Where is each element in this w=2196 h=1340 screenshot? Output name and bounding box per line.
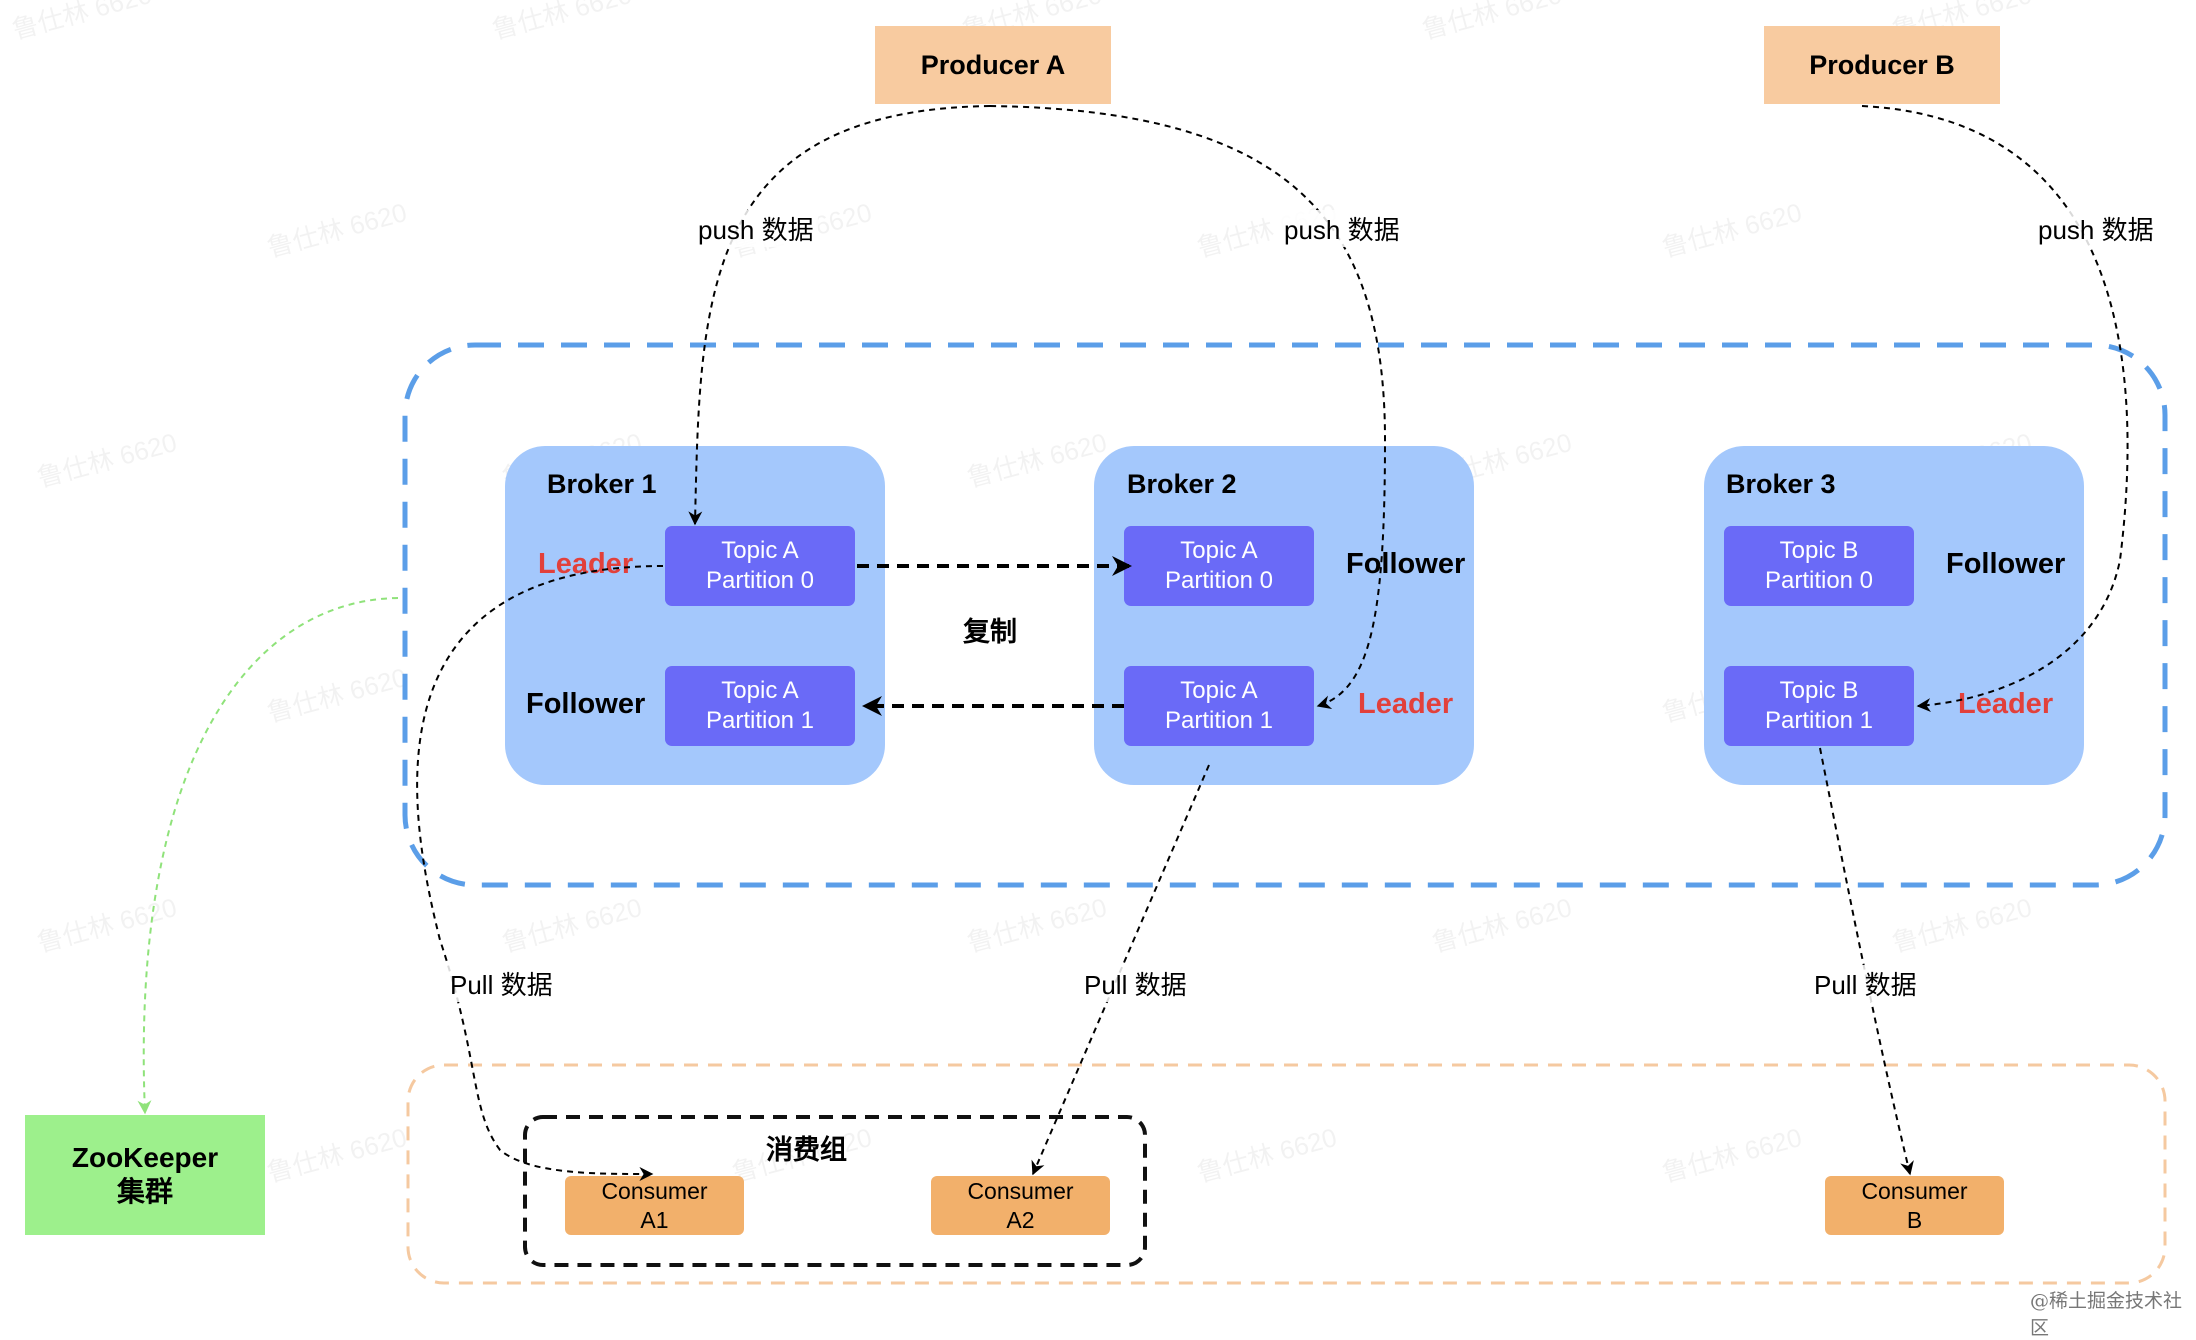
producer-a: Producer A xyxy=(875,26,1111,104)
partition-number: Partition 0 xyxy=(1764,567,1874,594)
partition-topic: Topic B xyxy=(1779,537,1859,564)
consumer-group-boundary xyxy=(523,1115,1147,1267)
partition-b3-topic-b-p0: Topic B Partition 0 xyxy=(1724,526,1914,606)
partition-topic: Topic A xyxy=(1180,537,1258,564)
broker-2-title: Broker 2 xyxy=(1127,469,1237,499)
consumer-a2: Consumer A2 xyxy=(931,1176,1110,1235)
consumer-b: Consumer B xyxy=(1825,1176,2004,1235)
partition-number: Partition 1 xyxy=(705,707,815,734)
source-credit: @稀土掘金技术社区 xyxy=(2030,1290,2183,1339)
role-leader-b1-p0: Leader xyxy=(538,548,634,580)
partition-b1-topic-a-p1: Topic A Partition 1 xyxy=(665,666,855,746)
zookeeper-cluster: ZooKeeper 集群 xyxy=(25,1115,265,1235)
push-arrow-producer-b-to-broker-3 xyxy=(1861,105,2129,713)
consumer-a1: Consumer A1 xyxy=(565,1176,744,1235)
partition-number: Partition 0 xyxy=(1164,567,1274,594)
consumer-label: Consumer xyxy=(601,1177,708,1204)
consumer-label: Consumer xyxy=(967,1177,1074,1204)
role-leader-b3-p1: Leader xyxy=(1958,688,2054,720)
pull-arrow-broker-1-to-consumer-a1 xyxy=(416,565,664,1182)
producer-b: Producer B xyxy=(1764,26,2000,104)
partition-topic: Topic A xyxy=(721,537,799,564)
role-leader-b2-p1: Leader xyxy=(1358,688,1454,720)
partition-b1-topic-a-p0: Topic A Partition 0 xyxy=(665,526,855,606)
pull-label-consumer-a2: Pull 数据 xyxy=(1080,965,1191,1002)
zookeeper-title: ZooKeeper xyxy=(71,1142,219,1173)
consumer-id: A1 xyxy=(640,1206,669,1233)
partition-topic: Topic A xyxy=(1180,677,1258,704)
partition-topic: Topic A xyxy=(721,677,799,704)
push-arrow-producer-a-to-broker-1 xyxy=(688,105,991,526)
push-label-producer-b-broker-3: push 数据 xyxy=(2034,210,2158,247)
partition-number: Partition 0 xyxy=(705,567,815,594)
role-follower-b1-p1: Follower xyxy=(526,688,646,720)
consumer-label: Consumer xyxy=(1861,1177,1968,1204)
broker-1-title: Broker 1 xyxy=(547,469,657,499)
pull-label-consumer-b: Pull 数据 xyxy=(1810,965,1921,1002)
partition-b2-topic-a-p1: Topic A Partition 1 xyxy=(1124,666,1314,746)
broker-3-title: Broker 3 xyxy=(1726,469,1836,499)
consumer-id: B xyxy=(1906,1206,1923,1233)
push-label-producer-a-broker-2: push 数据 xyxy=(1280,210,1404,247)
push-arrow-producer-a-to-broker-2 xyxy=(989,105,1387,709)
role-follower-b2-p0: Follower xyxy=(1346,548,1466,580)
pull-arrow-broker-3-to-consumer-b xyxy=(1819,747,1914,1176)
consumer-group-title: 消费组 xyxy=(766,1135,847,1165)
partition-number: Partition 1 xyxy=(1164,707,1274,734)
partition-topic: Topic B xyxy=(1779,677,1859,704)
role-follower-b3-p0: Follower xyxy=(1946,548,2066,580)
partition-b2-topic-a-p0: Topic A Partition 0 xyxy=(1124,526,1314,606)
push-label-producer-a-broker-1: push 数据 xyxy=(694,210,818,247)
zookeeper-link-arrow xyxy=(137,597,399,1115)
zookeeper-subtitle: 集群 xyxy=(116,1176,173,1207)
consumer-area-boundary xyxy=(406,1063,2167,1285)
partition-number: Partition 1 xyxy=(1764,707,1874,734)
consumer-id: A2 xyxy=(1006,1206,1035,1233)
replication-label: 复制 xyxy=(963,617,1017,647)
pull-label-consumer-a1: Pull 数据 xyxy=(446,965,557,1002)
partition-b3-topic-b-p1: Topic B Partition 1 xyxy=(1724,666,1914,746)
